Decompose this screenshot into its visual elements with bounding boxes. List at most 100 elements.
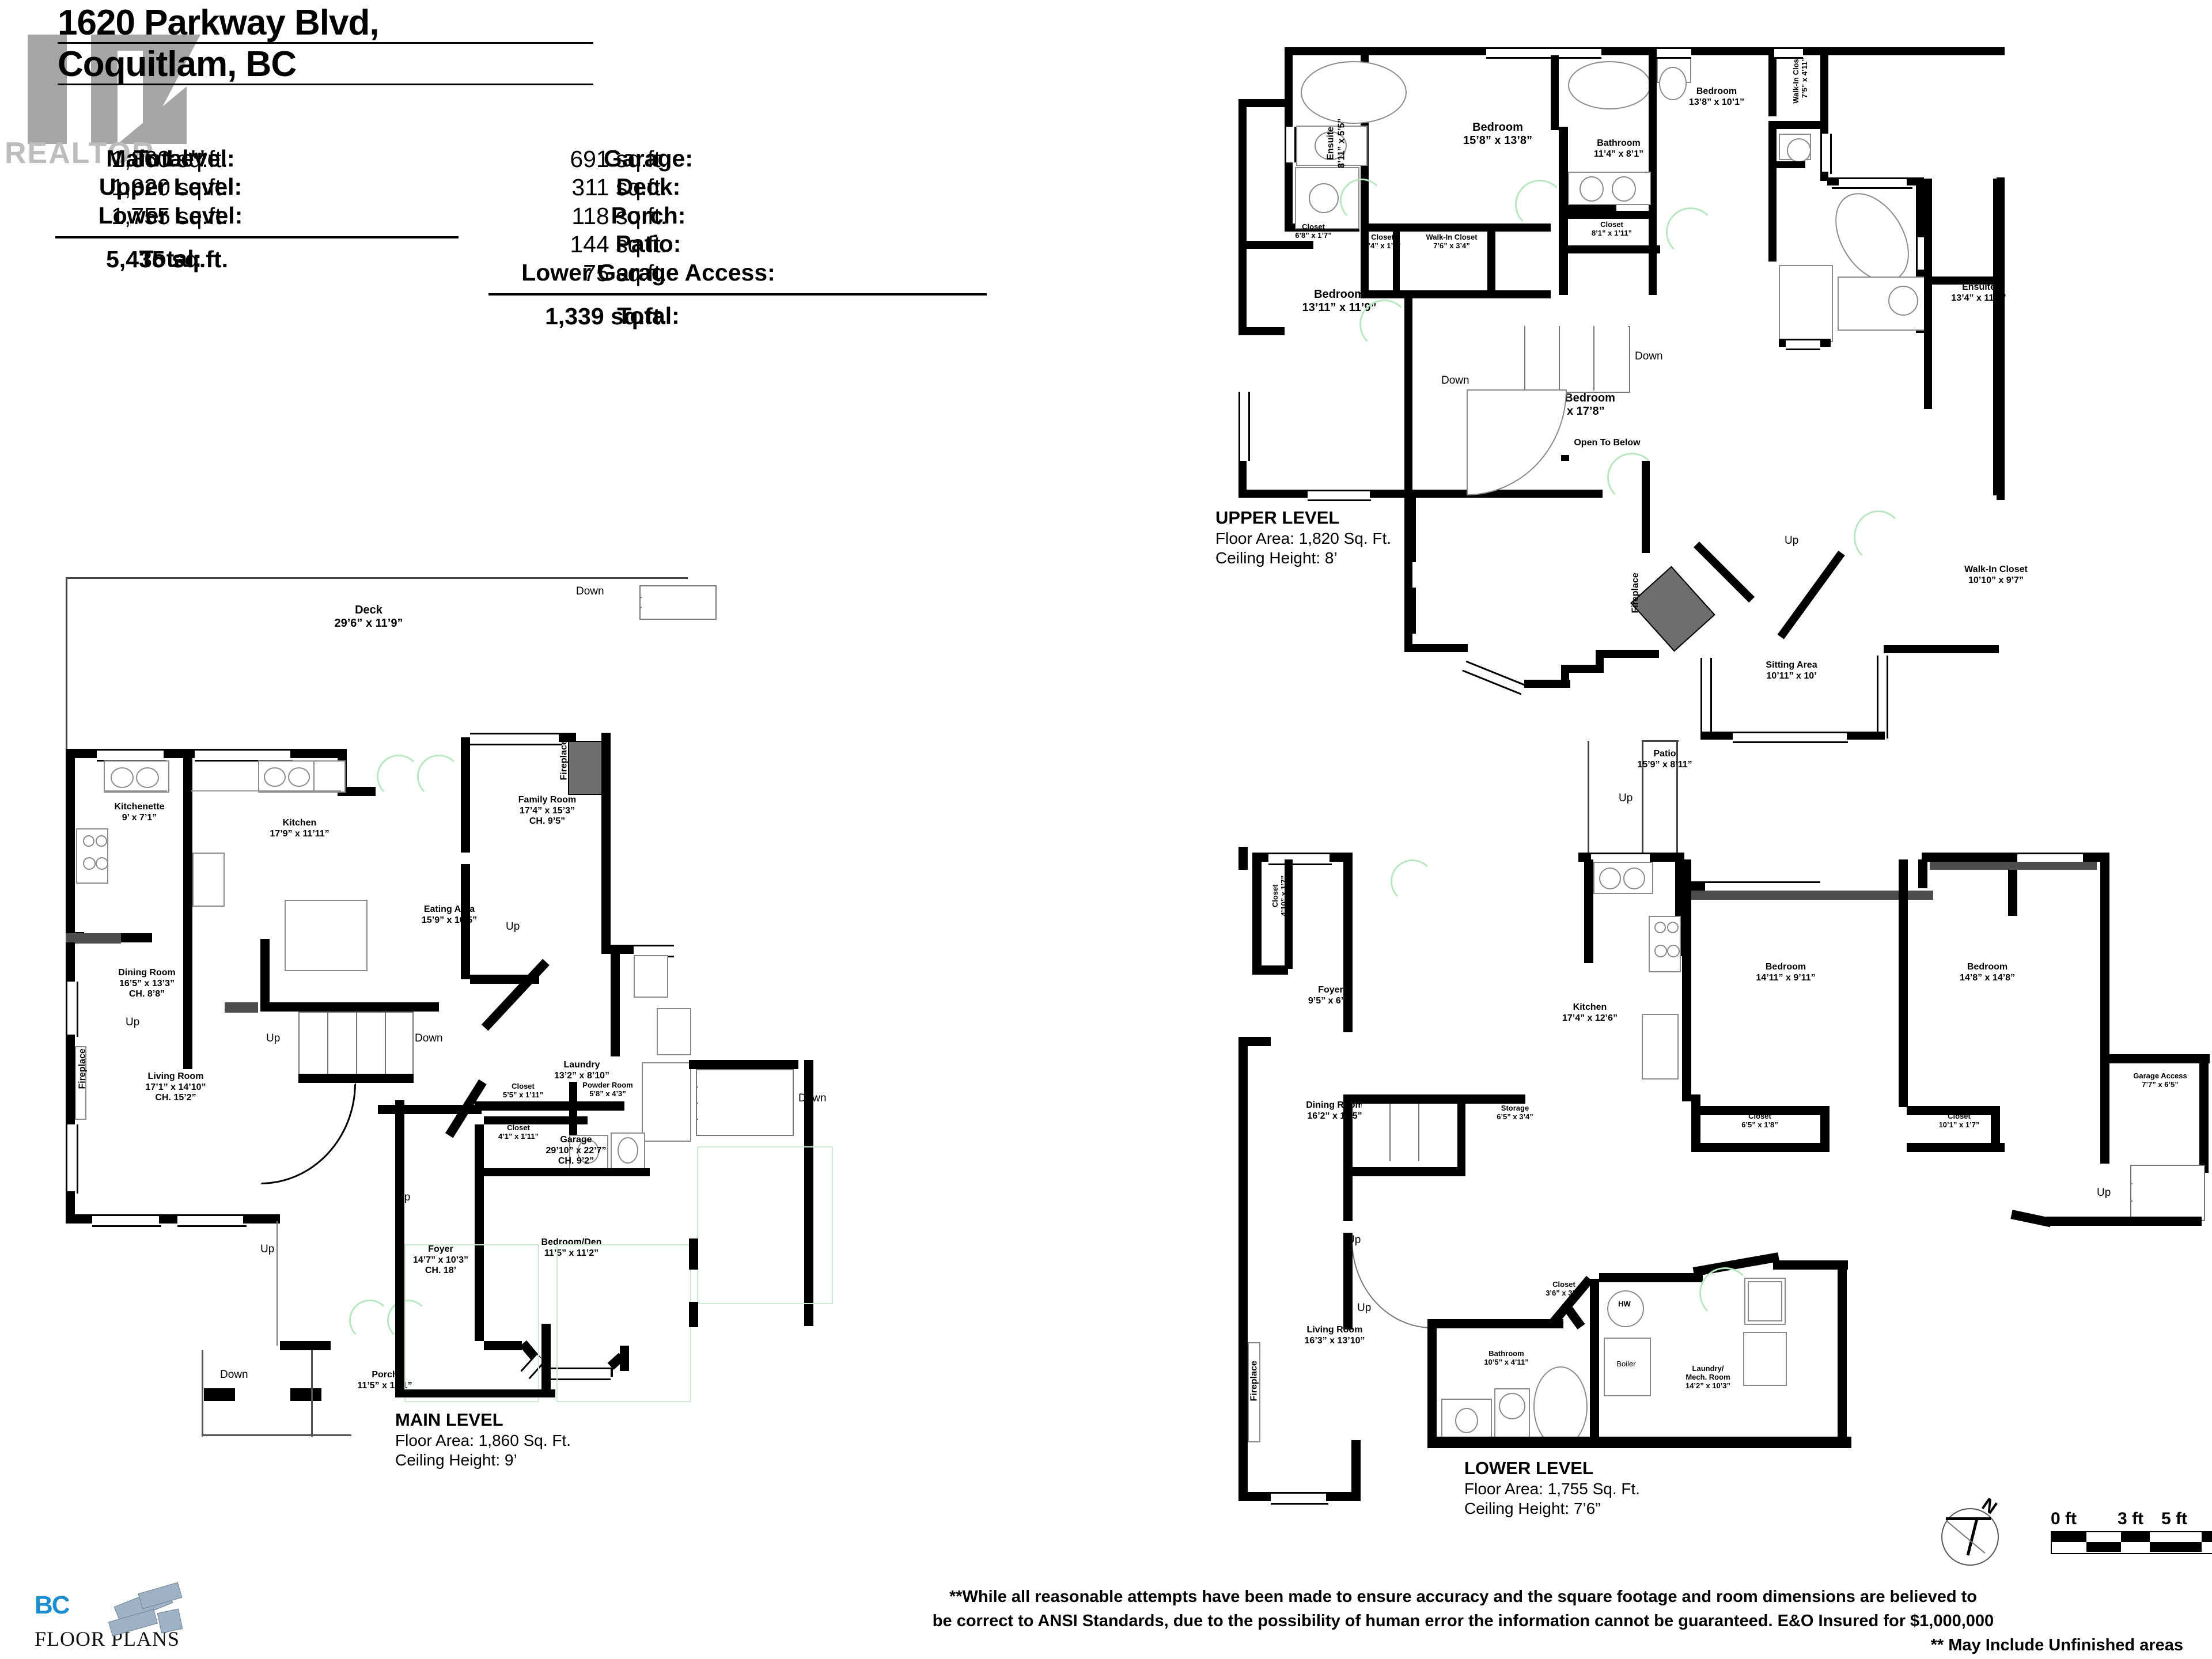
stairs-garage-access: [2130, 1165, 2205, 1221]
room-label-patio: Patio 15’9” x 8’11”: [1637, 749, 1692, 770]
annotation-open-to-below: Open To Below: [1574, 438, 1641, 448]
room-label-closet-bath: Closet 8’1” x 1’11”: [1591, 220, 1633, 238]
annotation-up-center: Up: [266, 1032, 281, 1044]
north-arrow-icon: N: [1941, 1494, 2005, 1567]
summary-row: Deck:311 sq.ft.: [571, 173, 681, 201]
annotation-down-center: Down: [415, 1032, 443, 1044]
room-label-wic-mid: Walk-In Closet 7’6” x 3’4”: [1426, 233, 1478, 251]
fireplace-label-living: Fireplace: [77, 1048, 88, 1089]
room-label-living-lower: Living Room 16’3” x 13’10”: [1304, 1325, 1365, 1346]
room-label-closet-main-1: Closet 5’5” x 1’11”: [502, 1082, 544, 1100]
stairs-lower-1: [1362, 1104, 1454, 1161]
annotation-down-1: Down: [1635, 350, 1663, 362]
garage-car-bay-2: [556, 1244, 691, 1402]
annotation-down-2: Down: [1441, 374, 1469, 387]
stairs-main-right: [696, 1069, 794, 1136]
room-label-powder-room: Powder Room 5’8” x 4’3”: [582, 1081, 633, 1099]
scale-tick-3: 3 ft: [2118, 1509, 2143, 1528]
room-label-closet-foyer-lower: Closet 4’10” x 1’7”: [1270, 875, 1288, 916]
annotation-up-dining: Up: [126, 1016, 140, 1028]
disclaimer-text: **While all reasonable attempts have bee…: [743, 1585, 2183, 1657]
room-label-bathroom-lower: Bathroom 10’5” x 4’11”: [1484, 1349, 1529, 1367]
summary-row: Upper Level:1,820 sq.ft.: [99, 173, 243, 201]
room-label-sitting-area: Sitting Area 10’11” x 10’: [1766, 660, 1817, 681]
realtor-watermark-text: REALTOR: [5, 137, 155, 170]
room-label-closet-mid: Closet 3’4” x 1’7”: [1364, 233, 1401, 251]
room-label-living-main: Living Room 17’1” x 14’10” CH. 15’2”: [145, 1071, 206, 1103]
scale-tick-5: 5 ft: [2161, 1509, 2187, 1528]
disclaimer-line-2: be correct to ANSI Standards, due to the…: [932, 1611, 1994, 1630]
room-label-garage-main: Garage 29’10” x 22’7” CH. 9’2”: [546, 1135, 607, 1166]
room-label-closet-main-2: Closet 4’1” x 1’11”: [498, 1123, 539, 1141]
room-label-ensuite-left: Ensuite 8’11” x 5’5”: [1325, 118, 1346, 168]
stairs-upper-run: [1490, 326, 1628, 391]
lower-level-caption: LOWER LEVEL Floor Area: 1,755 Sq. Ft. Ce…: [1464, 1458, 1641, 1517]
room-label-garage-access: Garage Access 7’7” x 6’5”: [2133, 1071, 2187, 1089]
realtor-watermark: REALTOR: [5, 35, 235, 170]
lower-level-floorplan: Patio 15’9” x 8’11” Up Kitchen 17’4” x 1…: [1238, 691, 2212, 1544]
room-label-ensuite-right: Ensuite 13’4” x 11’7”: [1951, 282, 2006, 303]
main-level-caption: MAIN LEVEL Floor Area: 1,860 Sq. Ft. Cei…: [395, 1410, 571, 1469]
annotation-up-eating: Up: [506, 921, 520, 933]
fireplace-label-lower: Fireplace: [1249, 1361, 1259, 1402]
room-label-laundry-main: Laundry 13’2” x 8’10”: [554, 1060, 610, 1081]
hw-tank-label: HW: [1618, 1300, 1631, 1308]
area-summary: Total** Main Level:1,860 sq.ft. Upper Le…: [55, 145, 987, 331]
room-label-closet-lower-1: Closet 6’5” x 1’8”: [1741, 1112, 1778, 1130]
address-line-1: 1620 Parkway Blvd,: [58, 5, 593, 44]
upper-level-caption: UPPER LEVEL Floor Area: 1,820 Sq. Ft. Ce…: [1215, 507, 1392, 567]
summary-column-extras: Garage:691 sq.ft. Deck:311 sq.ft. Porch:…: [488, 145, 987, 331]
room-label-dining-main: Dining Room 16’5” x 13’3” CH. 8’8”: [118, 968, 176, 999]
annotation-up-patio: Up: [1619, 792, 1633, 804]
upper-level-floorplan: Ensuite 8’11” x 5’5” Bedroom 15’8” x 13’…: [1215, 35, 2212, 743]
summary-row: Main Level:1,860 sq.ft.: [106, 145, 235, 172]
room-label-foyer-main: Foyer 14’7” x 10’3” CH. 18’: [412, 1244, 469, 1276]
summary-row: Garage:691 sq.ft.: [570, 145, 693, 172]
room-label-bedroom-2: Bedroom 13’8” x 10’1”: [1688, 86, 1745, 107]
summary-row: Lower Garage Access:75 sq.ft.: [521, 259, 775, 286]
summary-row: Porch:118 sq.ft.: [571, 202, 686, 229]
logo-sketch-icon: [104, 1582, 207, 1646]
boiler-label: Boiler: [1616, 1359, 1636, 1368]
annotation-down-porch: Down: [220, 1369, 248, 1381]
summary-heading: Total**: [134, 145, 207, 172]
room-label-bedroom-1: Bedroom 15’8” x 13’8”: [1463, 121, 1533, 147]
room-label-family-room: Family Room 17’4” x 15’3” CH. 9’5”: [518, 795, 577, 827]
room-label-bathroom-upper: Bathroom 11’4” x 8’1”: [1593, 138, 1644, 159]
annotation-up-primary: Up: [1785, 535, 1799, 547]
garage-car-bay-3: [697, 1146, 833, 1304]
disclaimer-line-1: **While all reasonable attempts have bee…: [949, 1588, 1978, 1606]
annotation-up-foyer-stair: Up: [260, 1243, 275, 1255]
garage-car-bay-1: [404, 1244, 539, 1402]
summary-column-levels: Total** Main Level:1,860 sq.ft. Upper Le…: [55, 145, 459, 331]
room-label-bedroom-lower-2: Bedroom 14’8” x 14’8”: [1959, 962, 2016, 983]
annotation-down-deck: Down: [576, 585, 604, 597]
room-label-foyer-lower: Foyer 9’5” x 6’8”: [1308, 985, 1354, 1006]
summary-row: Lower Level:1,755 sq.ft.: [98, 202, 243, 229]
room-label-kitchen-main: Kitchen 17’9” x 11’11”: [270, 818, 329, 839]
fireplace-label-primary: Fireplace: [1630, 573, 1641, 613]
room-label-kitchen-lower: Kitchen 17’4” x 12’6”: [1562, 1002, 1618, 1023]
fireplace-label-family: Fireplace: [559, 740, 569, 781]
disclaimer-line-3: ** May Include Unfinished areas: [1930, 1635, 2183, 1654]
room-label-storage: Storage 6’5” x 3’4”: [1497, 1104, 1533, 1122]
room-label-bedroom-lower-1: Bedroom 14’11” x 9’11”: [1756, 962, 1816, 983]
summary-row: Patio:144 sq.ft.: [570, 230, 681, 258]
room-label-bedroom-3: Bedroom 13’11” x 11’9”: [1302, 288, 1377, 315]
scale-tick-0: 0 ft: [2051, 1509, 2077, 1528]
annotation-up-garage-access: Up: [2097, 1187, 2111, 1199]
stairs-curved-main: [260, 1083, 356, 1184]
stairs-deck: [639, 585, 717, 620]
room-label-closet-lower-2: Closet 10’1” x 1’7”: [1938, 1112, 1980, 1130]
room-label-deck: Deck 29’6” x 11’9”: [334, 604, 403, 630]
room-label-closet-left: Closet 6’8” x 1’7”: [1295, 222, 1332, 240]
room-label-wic-primary: Walk-In Closet 10’10” x 9’7”: [1964, 565, 2028, 585]
address-line-2: Coquitlam, BC: [58, 46, 593, 86]
room-label-eating-area: Eating Area 15’9” x 10’5”: [421, 904, 478, 925]
stairs-curved-lower: [1351, 1240, 1432, 1328]
page-title: 1620 Parkway Blvd, Coquitlam, BC: [58, 5, 634, 86]
bc-floor-plans-logo: BC FLOOR PLANS: [35, 1582, 265, 1654]
summary-total-row: Total:1,339 sq.ft.: [545, 302, 680, 329]
room-label-laundry-mech: Laundry/ Mech. Room 14’2” x 10’3”: [1685, 1364, 1731, 1391]
summary-total-row: Total:5,435 sq.ft.: [106, 245, 228, 273]
